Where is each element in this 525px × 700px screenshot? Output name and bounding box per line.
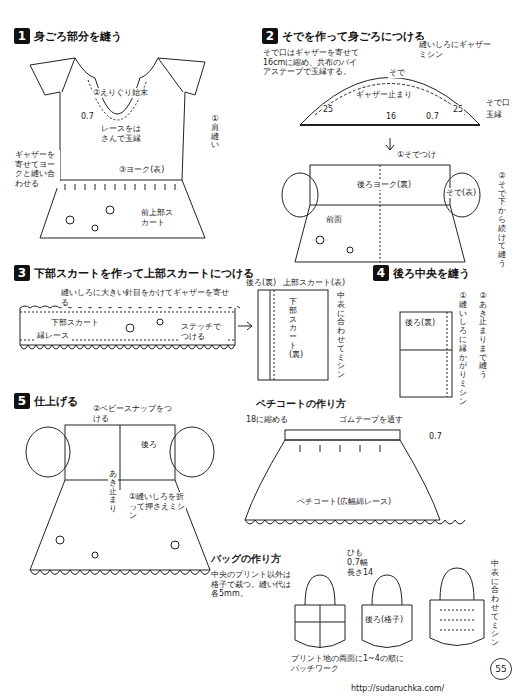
step-title: 下部スカートを作って上部スカートにつける (34, 266, 254, 281)
step-number: 2 (262, 28, 278, 44)
callout-label: ①縫いしろを折って押さえミシン (128, 492, 186, 521)
step-heading: 1 身ごろ部分を縫う (14, 28, 122, 44)
callout-label: 玉縁 (485, 110, 503, 120)
callout-label: 0.7 (80, 112, 95, 122)
callout-label: ①縫いしろに縁かがりミシン (458, 292, 468, 406)
callout-label: そで (388, 68, 406, 78)
step-heading: 2 そでを作って身ごろにつける (262, 28, 425, 44)
callout-label: 後ろ(格子) (364, 615, 404, 625)
callout-label: 25 (452, 105, 464, 115)
callout-label: 16 (385, 112, 397, 122)
callout-label: ③ヨーク(表) (118, 165, 165, 175)
callout-label: ひも (346, 548, 364, 558)
callout-label: 0.7 (425, 112, 440, 122)
step-heading: 5 仕上げる (14, 393, 78, 409)
callout-label: 前上部スカート (140, 208, 178, 227)
callout-label: ギャザー止まり (355, 90, 413, 100)
callout-label: そで口 (485, 98, 511, 108)
step-title: そでを作って身ごろにつける (282, 29, 425, 44)
callout-label: http://sudaruchka.com/ (350, 684, 445, 694)
callout-label: ②ベビースナップをつける (92, 404, 174, 423)
step-number: 1 (14, 28, 30, 44)
callout-label: 長さ14 (346, 568, 374, 578)
callout-label: 上部スカート(表) (282, 278, 346, 288)
step-title: 仕上げる (34, 394, 78, 409)
page-number-circle: 55 (490, 658, 512, 680)
callout-label: 下部スカート (50, 318, 100, 328)
callout-label: ②えりぐり始末 (92, 88, 149, 98)
callout-label: あき止まり (108, 470, 118, 514)
step-number: 5 (14, 393, 30, 409)
step-number: 3 (14, 265, 30, 281)
section-heading: ペチコートの作り方 (255, 398, 347, 410)
section-heading: バッグの作り方 (210, 553, 282, 565)
callout-label: 後ろ (140, 440, 158, 450)
callout-label: そで(表) (445, 188, 477, 198)
callout-label: 縁レース (36, 331, 70, 341)
callout-label: そで口はギャザーを寄せて16cmに縮め、共布のバイアステープで玉縁する。 (262, 48, 362, 77)
callout-label: 25 (322, 105, 334, 115)
callout-label: 中表に合わせてミシン (490, 560, 500, 648)
callout-label: ペチコート(広幅綿レース) (296, 497, 392, 507)
callout-label: 0.7幅 (346, 558, 369, 568)
callout-label: ②そで下から続けて縫う (497, 172, 507, 269)
callout-label: ゴムテープを通す (338, 415, 404, 425)
callout-label: 後ろ(裏) (404, 318, 436, 328)
step-title: 身ごろ部分を縫う (34, 29, 122, 44)
step-heading: 3 下部スカートを作って上部スカートにつける (14, 265, 254, 281)
step-number: 4 (373, 265, 389, 281)
callout-label: ①肩縫い (210, 115, 220, 150)
callout-label: プリント地の両面に1~4の順にパッチワーク (290, 654, 407, 673)
step-title: 後ろ中央を縫う (393, 266, 470, 281)
callout-label: 18に縮める (245, 415, 289, 425)
callout-label: ①そでつけ (396, 150, 437, 160)
callout-label: 前面 (325, 215, 343, 225)
callout-label: 0.7 (428, 432, 443, 442)
callout-label: レースをはさんで玉縁 (100, 124, 146, 143)
callout-label: 中央のプリント以外は格子で裁つ。縫い代は各5mm。 (210, 570, 292, 599)
callout-label: 中表に合わせてミシン (336, 292, 346, 380)
callout-label: ステッチでつける (180, 322, 226, 341)
callout-label: 縫いしろに大きい針目をかけてギャザーを寄せる (60, 288, 237, 307)
callout-label: 縫いしろにギャザーミシン (418, 40, 498, 59)
page-number: 55 (495, 664, 506, 674)
callout-label: 下部スカート(裏) (288, 298, 298, 360)
callout-label: ②あき止まりまで縫う (478, 292, 488, 380)
step-heading: 4 後ろ中央を縫う (373, 265, 470, 281)
callout-label: ギャザーを寄せてヨークと縫い合わせる (14, 150, 60, 188)
callout-label: 後ろ(裏) (245, 278, 277, 288)
callout-label: 後ろヨーク(裏) (356, 180, 412, 190)
